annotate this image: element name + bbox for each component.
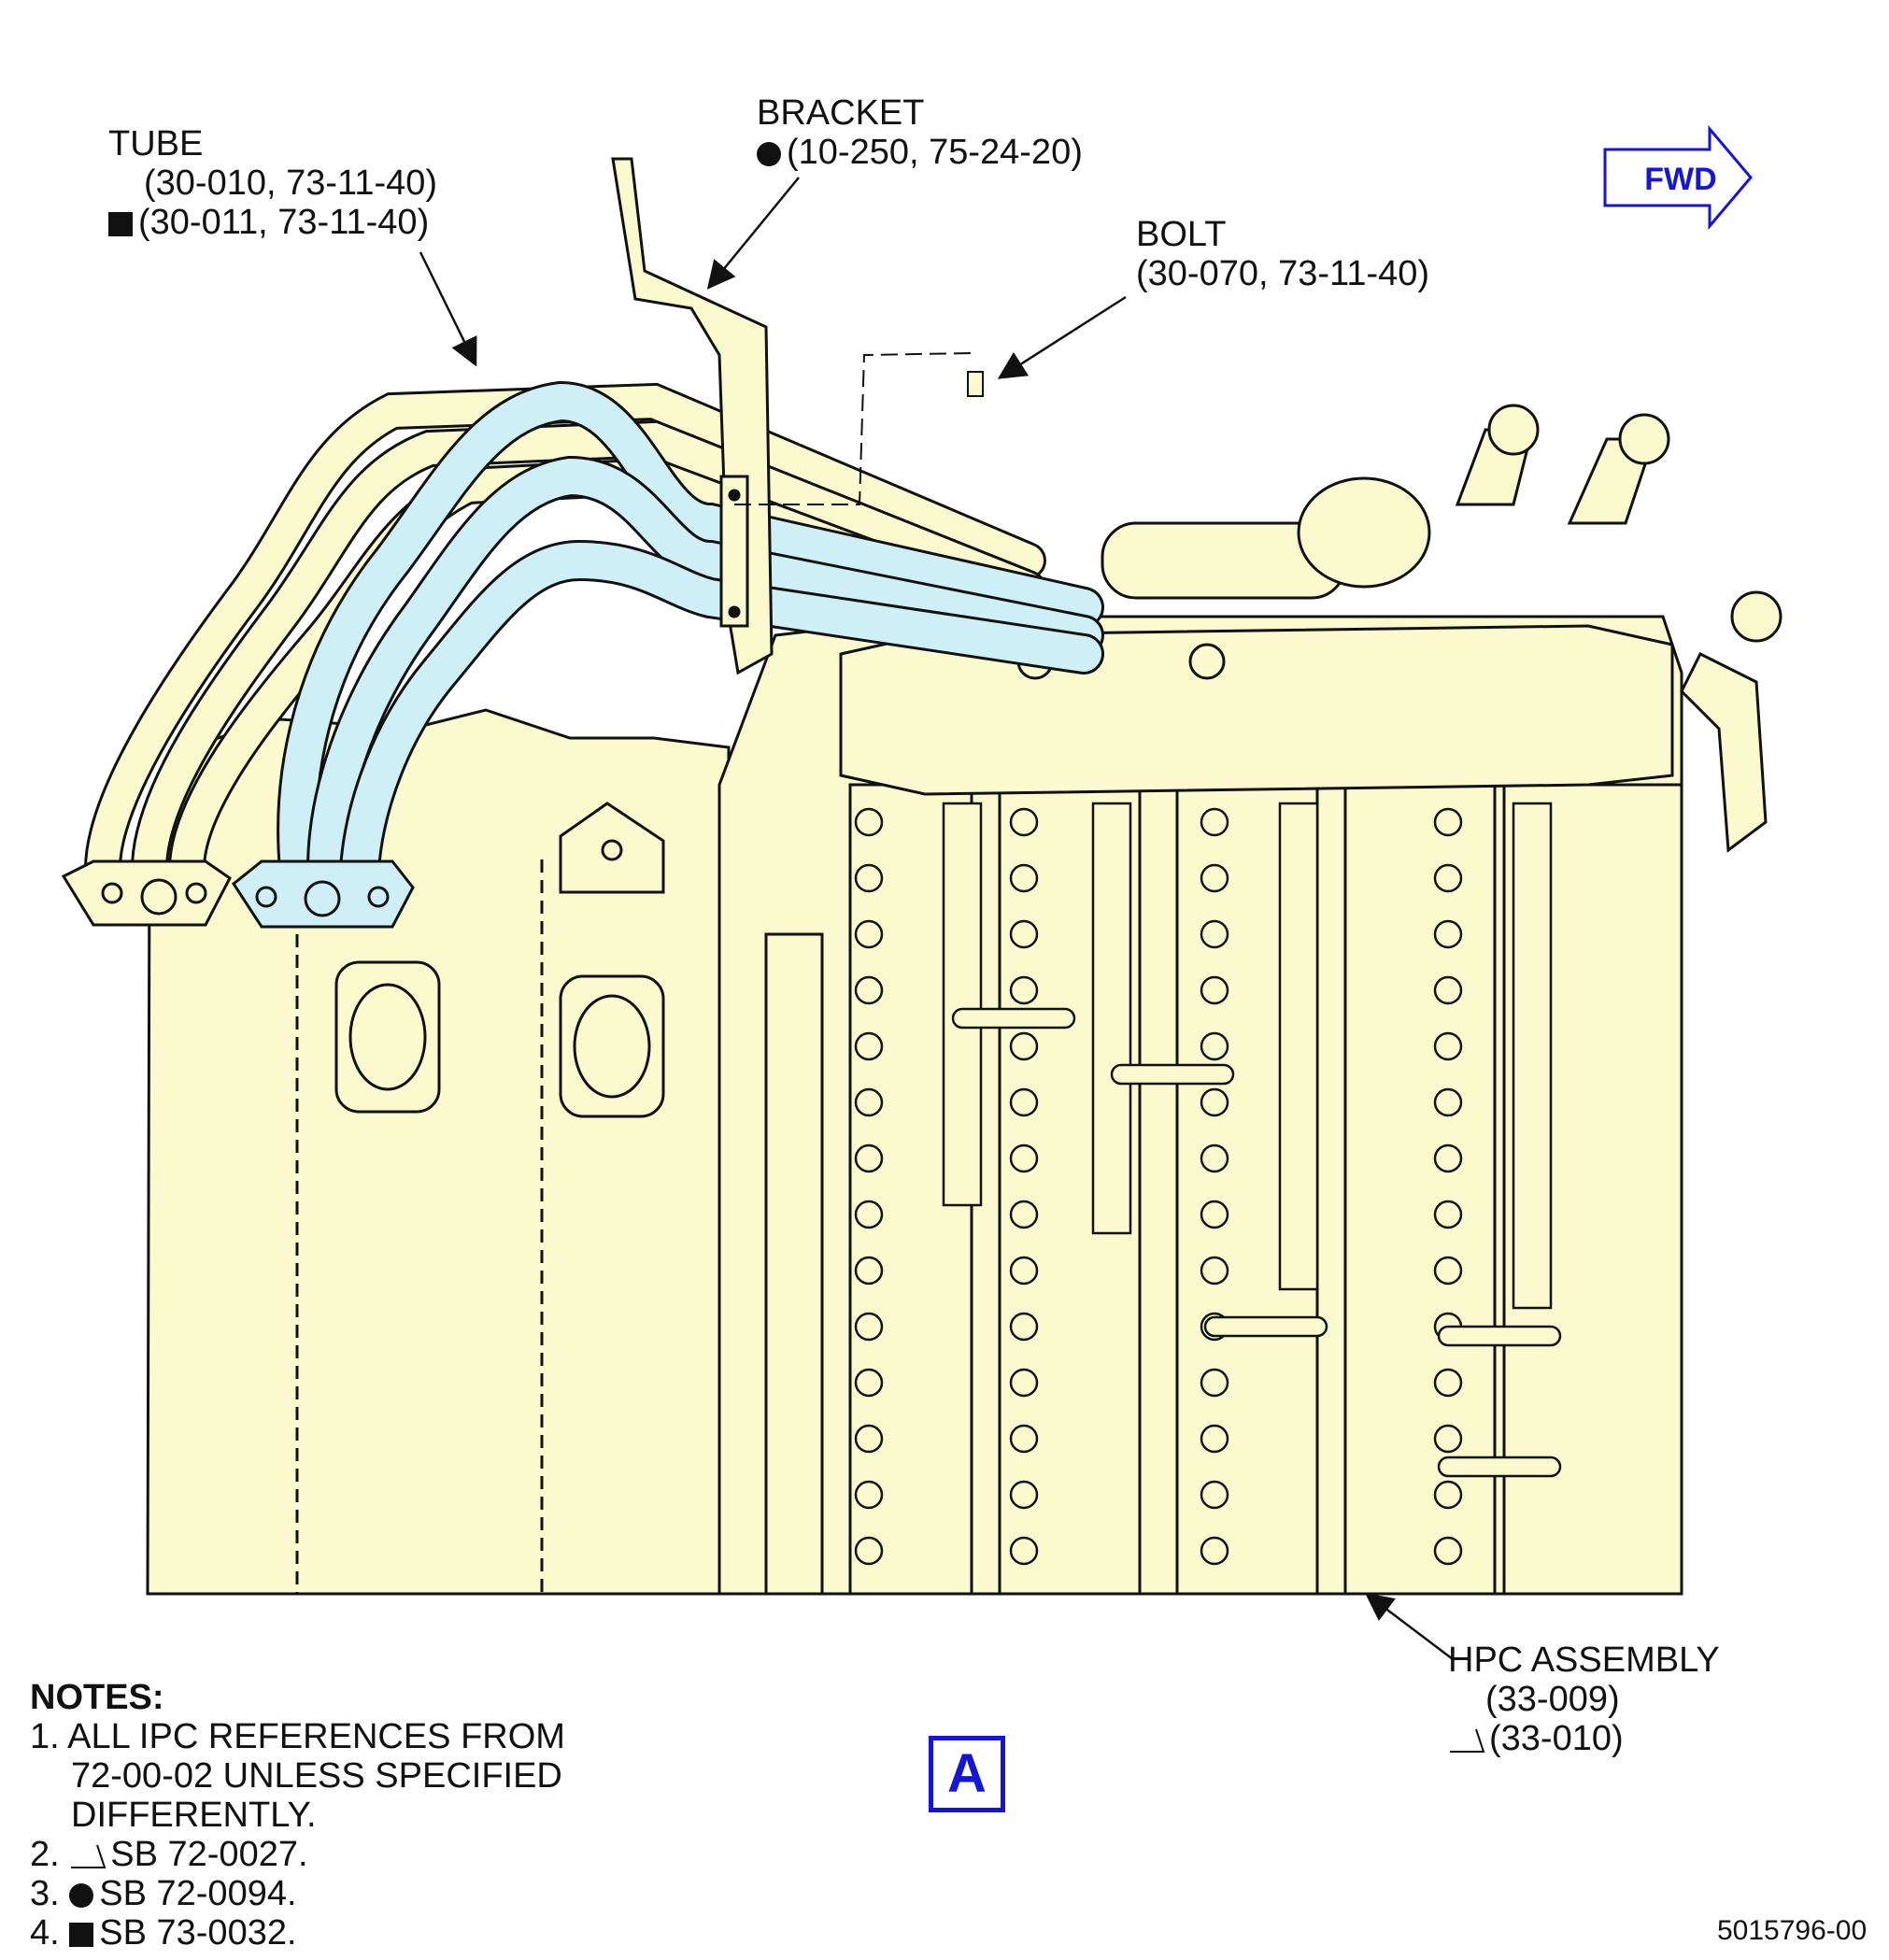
note-3: 3. SB 72-0094. (30, 1874, 565, 1913)
hpc-ref-2: (33-010) (1489, 1719, 1624, 1758)
notes-heading: NOTES: (30, 1678, 164, 1717)
hpc-title: HPC ASSEMBLY (1448, 1640, 1720, 1680)
fwd-arrow-icon (1603, 124, 1753, 231)
note-2-number: 2. (30, 1835, 60, 1874)
left-flange (61, 859, 232, 927)
leader-lines (419, 177, 1454, 1660)
tube-ref-1: (30-010, 73-11-40) (144, 163, 438, 203)
note-3-text: SB 72-0094. (99, 1874, 297, 1913)
notes-block: NOTES: 1. ALL IPC REFERENCES FROM 72-00-… (30, 1678, 565, 1953)
view-a-label: A (929, 1736, 1005, 1812)
note-1-line-2: 72-00-02 UNLESS SPECIFIED (71, 1756, 562, 1796)
fwd-label: FWD (1644, 162, 1717, 197)
tube-callout: TUBE (30-010, 73-11-40) (30-011, 73-11-4… (108, 124, 437, 242)
tube-title: TUBE (108, 124, 204, 163)
dot-symbol-icon (69, 1883, 94, 1908)
bracket-part (611, 157, 774, 675)
bolt-part (734, 352, 984, 505)
note-2: 2. SB 72-0027. (30, 1835, 565, 1874)
bolt-title: BOLT (1136, 215, 1227, 254)
stator-levers (854, 802, 1562, 1566)
figure-number: 5015796-00 (1717, 1915, 1868, 1946)
bracket-ref: (10-250, 75-24-20) (787, 133, 1083, 172)
note-2-text: SB 72-0027. (110, 1835, 308, 1874)
bracket-title: BRACKET (757, 93, 925, 133)
blue-flange (231, 859, 415, 929)
bracket-callout: BRACKET (10-250, 75-24-20) (757, 93, 1083, 172)
note-4-number: 4. (30, 1913, 60, 1953)
dot-symbol-icon (757, 142, 781, 166)
note-3-number: 3. (30, 1874, 60, 1913)
hpc-ref-1: (33-009) (1485, 1680, 1620, 1719)
note-1: 1. ALL IPC REFERENCES FROM (30, 1717, 565, 1756)
square-symbol-icon (69, 1923, 94, 1947)
square-symbol-icon (108, 212, 133, 236)
note-1-line-3: DIFFERENTLY. (71, 1796, 317, 1835)
triangle-symbol-icon (71, 1844, 107, 1868)
hpc-callout: HPC ASSEMBLY (33-009) (33-010) (1448, 1640, 1720, 1758)
note-4-text: SB 73-0032. (99, 1913, 297, 1953)
bolt-callout: BOLT (30-070, 73-11-40) (1136, 215, 1429, 293)
triangle-symbol-icon (1450, 1728, 1485, 1753)
case-panel-left (146, 708, 731, 1596)
note-4: 4. SB 73-0032. (30, 1913, 565, 1953)
tube-ref-2: (30-011, 73-11-40) (138, 203, 430, 242)
blue-tubes (277, 380, 1104, 889)
bolt-ref: (30-070, 73-11-40) (1136, 254, 1430, 293)
